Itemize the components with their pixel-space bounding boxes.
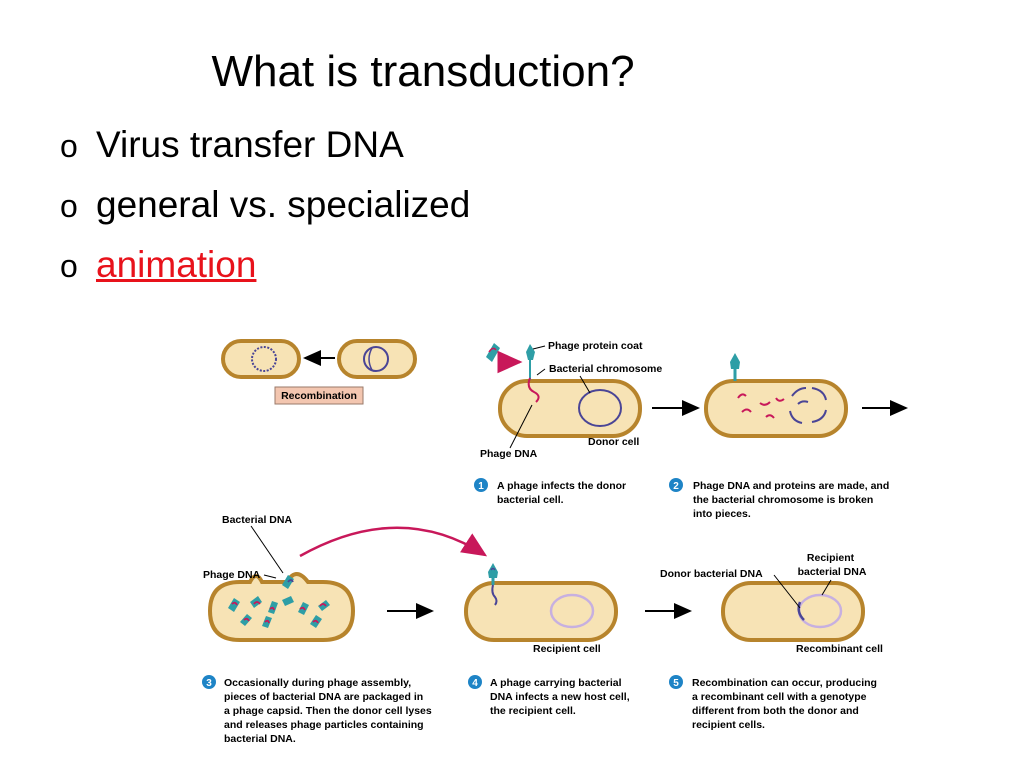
step-badge bbox=[468, 675, 482, 689]
bullet-item: o animation bbox=[60, 235, 470, 295]
chromosome-segment bbox=[368, 347, 373, 371]
step-number: 2 bbox=[673, 481, 679, 492]
leader-line bbox=[509, 404, 533, 449]
phage-dna-strand bbox=[527, 377, 540, 403]
phage-particles bbox=[228, 575, 330, 628]
bullet-item: o Virus transfer DNA bbox=[60, 115, 470, 175]
step-number: 3 bbox=[206, 678, 212, 689]
leader-line bbox=[579, 375, 591, 394]
leader-line bbox=[263, 574, 277, 579]
recombinant-cell-label: Recombinant cell bbox=[796, 643, 883, 655]
cell bbox=[221, 339, 301, 379]
phage-icon bbox=[486, 343, 500, 362]
phage-dna-fragments bbox=[737, 393, 785, 419]
recombination-box bbox=[274, 386, 364, 405]
donor-cell bbox=[704, 379, 848, 438]
bacterial-chromosome bbox=[549, 593, 595, 629]
step-3-caption: Occasionally during phage assembly, piec… bbox=[224, 677, 435, 745]
donor-cell-label: Donor cell bbox=[588, 436, 639, 448]
step-badge bbox=[474, 478, 488, 492]
step-badge bbox=[669, 478, 683, 492]
step-1-caption: A phage infects the donor bacterial cell… bbox=[497, 480, 629, 506]
donor-bacterial-dna-label: Donor bacterial DNA bbox=[660, 568, 763, 580]
step-number: 5 bbox=[673, 678, 679, 689]
step-5-caption: Recombination can occur, producing a rec… bbox=[692, 677, 880, 731]
bacterial-dna-label: Bacterial DNA bbox=[222, 514, 292, 526]
bacterial-dna-in-phage bbox=[287, 579, 294, 583]
bullet-marker: o bbox=[60, 248, 78, 284]
phage-icon bbox=[730, 353, 740, 381]
bullet-marker: o bbox=[60, 128, 78, 164]
bullet-text: Virus transfer DNA bbox=[96, 124, 404, 165]
recombination-label: Recombination bbox=[281, 390, 357, 402]
leader-line bbox=[821, 579, 832, 596]
recipient-cell-label: Recipient cell bbox=[533, 643, 601, 655]
bacterial-chromosome bbox=[578, 389, 622, 427]
leader-line bbox=[773, 574, 801, 609]
bacterial-chromosome-label: Bacterial chromosome bbox=[549, 363, 662, 375]
bacterial-dna-strand bbox=[491, 584, 498, 606]
leader-line bbox=[250, 525, 284, 574]
bullet-list: o Virus transfer DNA o general vs. special… bbox=[60, 115, 470, 295]
donor-cell bbox=[498, 379, 642, 438]
bullet-item: o general vs. specialized bbox=[60, 175, 470, 235]
donor-dna-segment bbox=[797, 601, 805, 621]
step-badge bbox=[202, 675, 216, 689]
slide-title: What is transduction? bbox=[211, 47, 635, 96]
step-number: 4 bbox=[472, 678, 478, 689]
bullet-text: general vs. specialized bbox=[96, 184, 471, 225]
phage-icon bbox=[526, 344, 535, 380]
step-number: 1 bbox=[478, 481, 484, 492]
leader-line bbox=[532, 345, 546, 350]
step-4-caption: A phage carrying bacterial DNA infects a… bbox=[490, 677, 633, 717]
phage-dna-label: Phage DNA bbox=[480, 448, 538, 460]
phage-protein-coat-label: Phage protein coat bbox=[548, 340, 643, 352]
phage-icon bbox=[488, 563, 498, 585]
step-badge bbox=[669, 675, 683, 689]
leader-line bbox=[536, 368, 546, 376]
pink-arrow bbox=[299, 526, 488, 558]
broken-chromosome bbox=[789, 387, 827, 424]
recipient-bacterial-dna-label: Recipient bacterial DNA bbox=[798, 552, 867, 578]
pink-arrow bbox=[497, 350, 523, 374]
step-2-caption: Phage DNA and proteins are made, and the… bbox=[693, 480, 892, 520]
cell bbox=[337, 339, 417, 379]
phage-dna-label-bottom: Phage DNA bbox=[203, 569, 261, 581]
chromosome bbox=[363, 346, 389, 372]
bullet-marker: o bbox=[60, 188, 78, 224]
chromosome bbox=[251, 346, 277, 372]
animation-link[interactable]: animation bbox=[96, 244, 257, 285]
dna-in-phages bbox=[231, 601, 327, 624]
